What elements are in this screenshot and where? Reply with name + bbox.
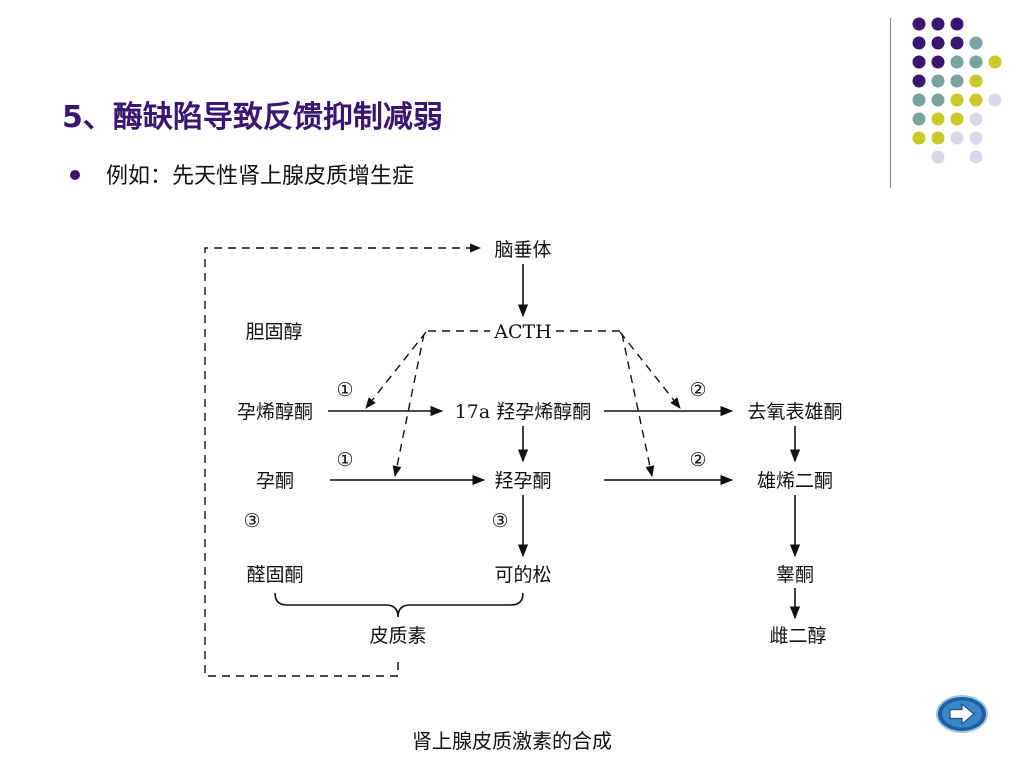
deco-dot [950, 93, 964, 107]
node-estradiol: 雌二醇 [769, 625, 826, 647]
deco-dot [988, 93, 1002, 107]
node-hydroxypregnenolone: 17a 羟孕烯醇酮 [455, 401, 592, 423]
deco-dot [931, 55, 945, 69]
deco-dot [969, 55, 983, 69]
deco-dot [912, 93, 926, 107]
deco-dot [969, 131, 983, 145]
bullet-text: 例如：先天性肾上腺皮质增生症 [106, 164, 415, 189]
deco-dot [950, 74, 964, 88]
corticoid-brace [274, 592, 524, 618]
node-corticoids: 皮质素 [369, 625, 426, 647]
slide-title: 5、酶缺陷导致反馈抑制减弱 [62, 100, 443, 135]
node-dhea: 去氧表雄酮 [747, 401, 842, 423]
deco-dot [950, 36, 964, 50]
deco-dot [950, 17, 964, 31]
acth-dash-arrow-4 [621, 333, 655, 478]
marker-enzyme-3a: ③ [243, 510, 260, 532]
figure-caption: 肾上腺皮质激素的合成 [412, 729, 612, 753]
deco-dot [969, 93, 983, 107]
node-cortisol: 可的松 [494, 564, 551, 586]
deco-dot [969, 74, 983, 88]
deco-dot [912, 74, 926, 88]
deco-dot [950, 131, 964, 145]
decorative-dot-grid [912, 17, 1002, 164]
decorative-divider [890, 18, 891, 188]
next-slide-button[interactable] [935, 694, 989, 734]
node-cholesterol: 胆固醇 [245, 321, 302, 343]
marker-enzyme-3b: ③ [491, 510, 508, 532]
deco-dot [912, 17, 926, 31]
deco-dot [969, 112, 983, 126]
deco-dot [969, 150, 983, 164]
deco-dot [931, 36, 945, 50]
acth-dash-arrow-1 [365, 331, 427, 409]
marker-enzyme-2b: ② [689, 449, 706, 471]
deco-dot [931, 150, 945, 164]
node-hydroxyprogesterone: 羟孕酮 [494, 470, 551, 492]
deco-dot [950, 55, 964, 69]
deco-dot [912, 55, 926, 69]
node-pregnenolone: 孕烯醇酮 [237, 401, 313, 423]
marker-enzyme-1b: ① [336, 449, 353, 471]
acth-dash-arrow-3 [619, 331, 681, 409]
bullet-item: 例如：先天性肾上腺皮质增生症 [70, 158, 414, 190]
node-pituitary: 脑垂体 [494, 239, 551, 261]
deco-dot [912, 112, 926, 126]
deco-dot [931, 93, 945, 107]
right-arrow-icon [949, 702, 975, 726]
marker-enzyme-1a: ① [336, 379, 353, 401]
deco-dot [931, 17, 945, 31]
node-testosterone: 睾酮 [776, 564, 814, 586]
node-androstenedione: 雄烯二酮 [757, 470, 833, 492]
node-progesterone: 孕酮 [256, 470, 294, 492]
deco-dot [912, 36, 926, 50]
acth-dash-arrow-2 [392, 333, 425, 478]
deco-dot [931, 74, 945, 88]
deco-dot [988, 55, 1002, 69]
deco-dot [912, 131, 926, 145]
deco-dot [950, 112, 964, 126]
node-acth: ACTH [493, 321, 552, 343]
node-aldosterone: 醛固酮 [246, 564, 303, 586]
bullet-dot-icon [70, 170, 80, 180]
marker-enzyme-2a: ② [689, 379, 706, 401]
deco-dot [931, 112, 945, 126]
deco-dot [969, 36, 983, 50]
deco-dot [931, 131, 945, 145]
